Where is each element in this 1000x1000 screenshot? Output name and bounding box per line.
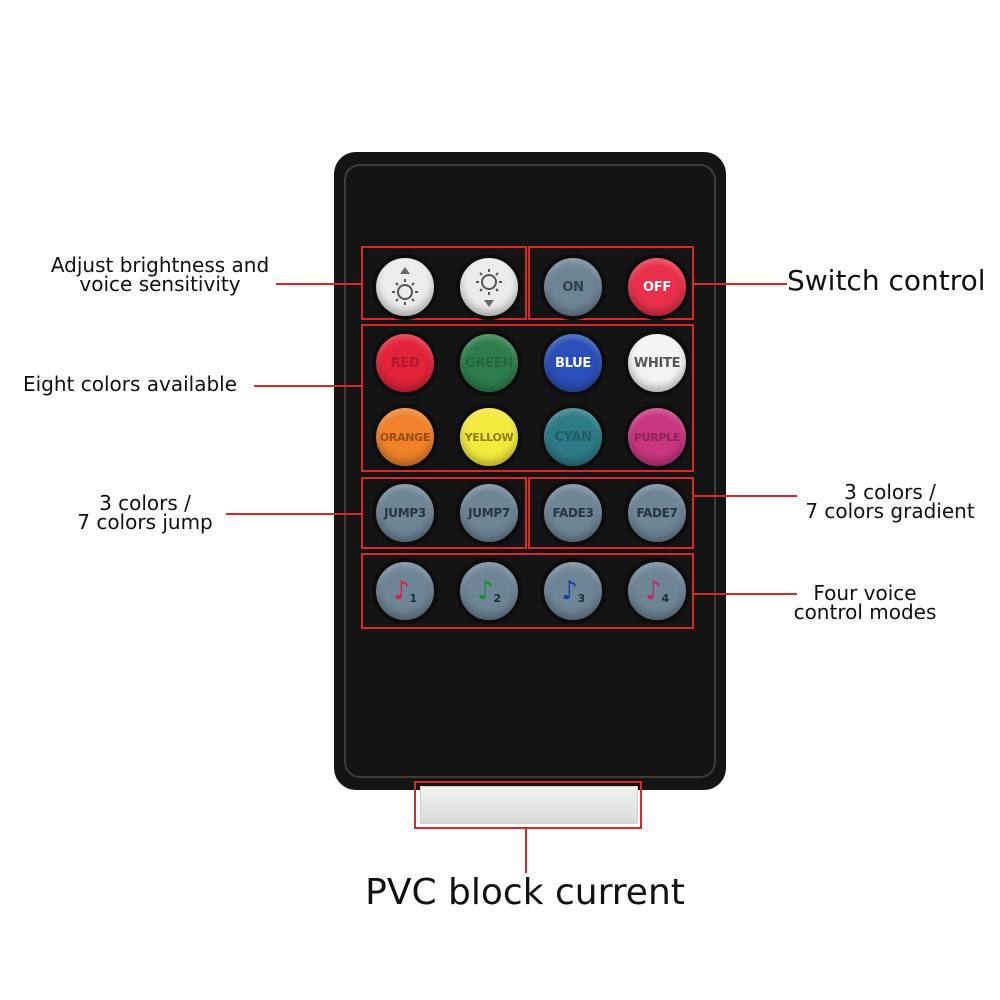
jump-label-line1: 3 colors / [99, 491, 191, 515]
color-button-yellow[interactable]: YELLOW [456, 404, 522, 470]
music-mode-4-button[interactable]: ♪4 [624, 558, 690, 624]
music-mode-number: 3 [577, 591, 585, 605]
brightness-up-button[interactable] [372, 254, 438, 320]
fade7-label: FADE7 [636, 506, 678, 520]
music-mode-2-button[interactable]: ♪2 [456, 558, 522, 624]
color-button-label: ORANGE [379, 430, 431, 444]
jump3-button[interactable]: JUMP3 [372, 480, 438, 546]
fade3-button[interactable]: FADE3 [540, 480, 606, 546]
gradient-label-line2: 7 colors gradient [805, 499, 975, 523]
color-button-label: YELLOW [464, 430, 514, 444]
on-button[interactable]: ON [540, 254, 606, 320]
music-mode-number: 4 [661, 591, 669, 605]
jump-connector [226, 513, 362, 515]
color-button-label: CYAN [554, 429, 592, 445]
music-mode-number: 2 [493, 591, 501, 605]
pvc-block [420, 786, 638, 824]
color-button-label: RED [390, 355, 420, 371]
music-note-icon: ♪ [645, 576, 662, 606]
brightness-connector [276, 283, 362, 285]
colors-label-text: Eight colors available [22, 372, 238, 396]
color-button-green[interactable]: GREEN [456, 330, 522, 396]
colors-connector [254, 385, 362, 387]
on-button-label: ON [562, 279, 584, 295]
color-button-blue[interactable]: BLUE [540, 330, 606, 396]
brightness-up-icon [392, 267, 418, 305]
gradient-label-line1: 3 colors / [844, 480, 936, 504]
color-button-red[interactable]: RED [372, 330, 438, 396]
fade3-label: FADE3 [552, 506, 594, 520]
color-button-purple[interactable]: PURPLE [624, 404, 690, 470]
brightness-label: Adjust brightness and voice sensitivity [20, 253, 300, 296]
music-note-icon: ♪ [393, 576, 410, 606]
off-button-label: OFF [643, 279, 671, 295]
music-note-icon: ♪ [561, 576, 578, 606]
voice-label-line1: Four voice [813, 581, 917, 605]
brightness-group-box [361, 246, 527, 320]
music-mode-1-button[interactable]: ♪1 [372, 558, 438, 624]
switch-connector [693, 283, 787, 285]
voice-connector [693, 593, 797, 595]
jump7-button[interactable]: JUMP7 [456, 480, 522, 546]
voice-label-line2: control modes [793, 600, 937, 624]
colors-group-box [361, 324, 694, 472]
brightness-label-line1: Adjust brightness and [50, 253, 270, 277]
brightness-label-line2: voice sensitivity [79, 272, 241, 296]
gradient-connector [693, 495, 797, 497]
fade7-button[interactable]: FADE7 [624, 480, 690, 546]
remote-inner-frame [344, 164, 716, 778]
color-button-cyan[interactable]: CYAN [540, 404, 606, 470]
color-button-label: PURPLE [633, 430, 681, 444]
jump3-label: JUMP3 [384, 506, 426, 520]
voice-label: Four voice control modes [770, 581, 960, 624]
music-mode-number: 1 [409, 591, 417, 605]
voice-group-box [361, 553, 694, 629]
off-button[interactable]: OFF [624, 254, 690, 320]
pvc-group-box [414, 781, 642, 829]
brightness-down-icon [476, 269, 502, 307]
color-button-white[interactable]: WHITE [624, 330, 690, 396]
pvc-connector [525, 829, 527, 873]
brightness-down-button[interactable] [456, 254, 522, 320]
color-button-label: BLUE [555, 355, 591, 371]
jump-label: 3 colors / 7 colors jump [40, 491, 250, 534]
color-button-label: GREEN [465, 355, 513, 371]
colors-label: Eight colors available [4, 372, 256, 396]
color-button-label: WHITE [633, 355, 681, 371]
jump-group-box [361, 477, 527, 549]
music-note-icon: ♪ [477, 576, 494, 606]
jump-label-line2: 7 colors jump [77, 510, 213, 534]
jump7-label: JUMP7 [468, 506, 510, 520]
gradient-label: 3 colors / 7 colors gradient [788, 480, 992, 523]
fade-group-box [528, 477, 694, 549]
music-mode-3-button[interactable]: ♪3 [540, 558, 606, 624]
color-button-orange[interactable]: ORANGE [372, 404, 438, 470]
switch-label: Switch control [787, 264, 986, 297]
pvc-label: PVC block current [365, 872, 685, 913]
